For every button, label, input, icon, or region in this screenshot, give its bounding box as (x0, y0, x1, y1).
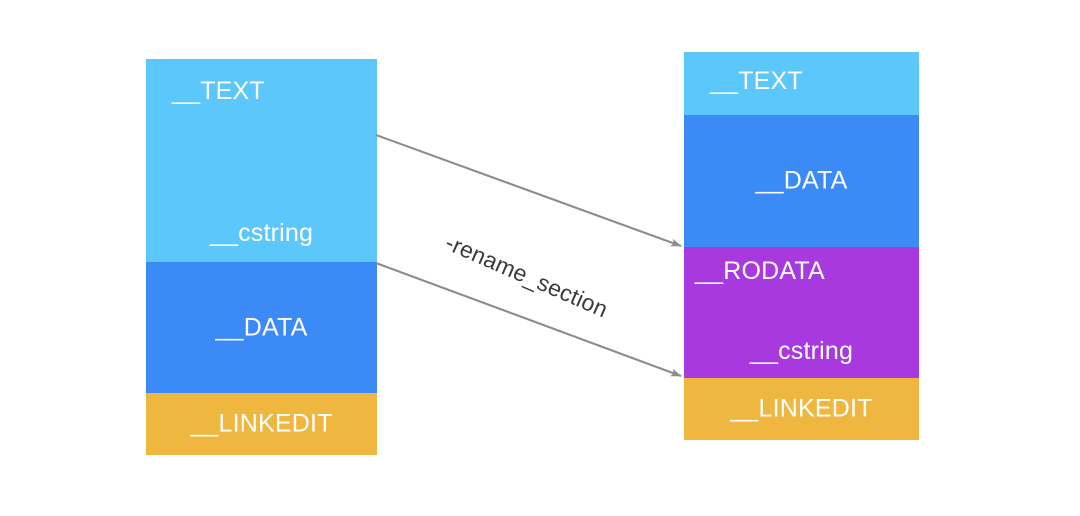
arrow-text-to-rodata (375, 134, 682, 247)
before-binary-column: __TEXT __cstring __DATA __LINKEDIT (146, 59, 377, 455)
segment-before-data[interactable]: __DATA (146, 262, 377, 393)
segment-label-rodata: __RODATA (695, 257, 825, 285)
rename-section-flag-label: -rename_section (441, 229, 612, 323)
segment-label-linkedit: __LINKEDIT (730, 394, 873, 423)
segment-label-linkedit: __LINKEDIT (190, 409, 333, 438)
section-label-cstring: __cstring (209, 219, 314, 247)
segment-after-text[interactable]: __TEXT (684, 52, 919, 115)
after-binary-column: __TEXT __DATA __RODATA __cstring __LINKE… (684, 52, 919, 440)
segment-after-data[interactable]: __DATA (684, 115, 919, 247)
segment-label-data: __DATA (755, 166, 848, 195)
segment-after-rodata[interactable]: __RODATA __cstring (684, 247, 919, 378)
segment-label-text: __TEXT (172, 77, 265, 105)
segment-before-linkedit[interactable]: __LINKEDIT (146, 393, 377, 455)
segment-after-linkedit[interactable]: __LINKEDIT (684, 378, 919, 440)
segment-label-text: __TEXT (710, 67, 803, 95)
section-label-cstring: __cstring (749, 337, 854, 365)
segment-before-text[interactable]: __TEXT __cstring (146, 59, 377, 262)
segment-label-data: __DATA (215, 313, 308, 341)
